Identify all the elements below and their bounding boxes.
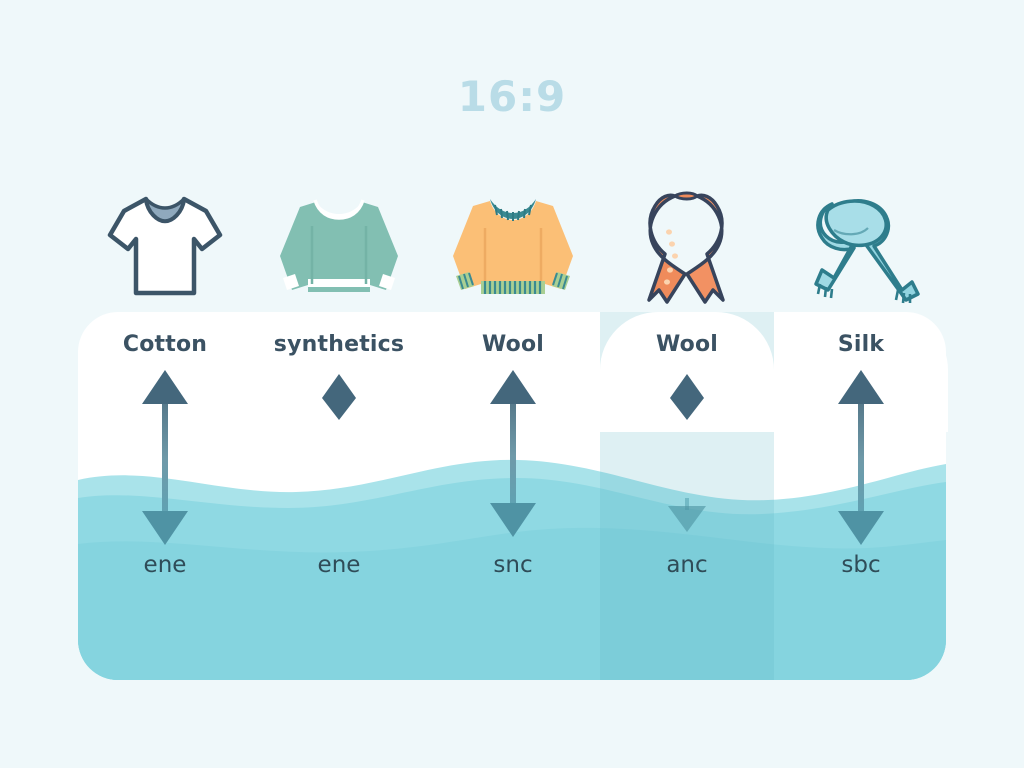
column-label: synthetics	[273, 332, 405, 357]
water-wave-deep	[78, 527, 946, 680]
double-headed-arrow-silk	[774, 370, 948, 555]
water-layer	[78, 459, 946, 680]
sweater-teal-icon	[252, 180, 426, 312]
diamond-marker-synthetics	[252, 370, 426, 555]
column-bottom-label: ene	[143, 552, 187, 578]
column-wool-2[interactable]: Wool anc	[600, 180, 774, 680]
column-bottom-label: ene	[317, 552, 361, 578]
column-bottom-label: sbc	[841, 552, 881, 578]
knotted-scarf-icon	[774, 180, 948, 312]
column-silk[interactable]: Silk sbc	[774, 180, 948, 680]
tshirt-icon	[78, 180, 252, 312]
column-wool-1[interactable]: Wool snc	[426, 180, 600, 680]
column-cotton[interactable]: Cotton ene	[78, 180, 252, 680]
diamond-marker-with-down-arrow-wool-2	[600, 370, 774, 555]
column-label: Cotton	[122, 332, 208, 357]
double-headed-arrow-wool-1	[426, 370, 600, 555]
column-bottom-label: anc	[666, 552, 708, 578]
ribbon-scarf-icon	[600, 180, 774, 312]
sweater-orange-icon	[426, 180, 600, 312]
column-bottom-label: snc	[493, 552, 533, 578]
column-synthetics[interactable]: synthetics ene	[252, 180, 426, 680]
column-label: Wool	[481, 332, 545, 357]
double-headed-arrow-cotton	[78, 370, 252, 555]
column-label: Silk	[837, 332, 885, 357]
column-label: Wool	[655, 332, 719, 357]
page-title: 16:9	[457, 72, 567, 121]
